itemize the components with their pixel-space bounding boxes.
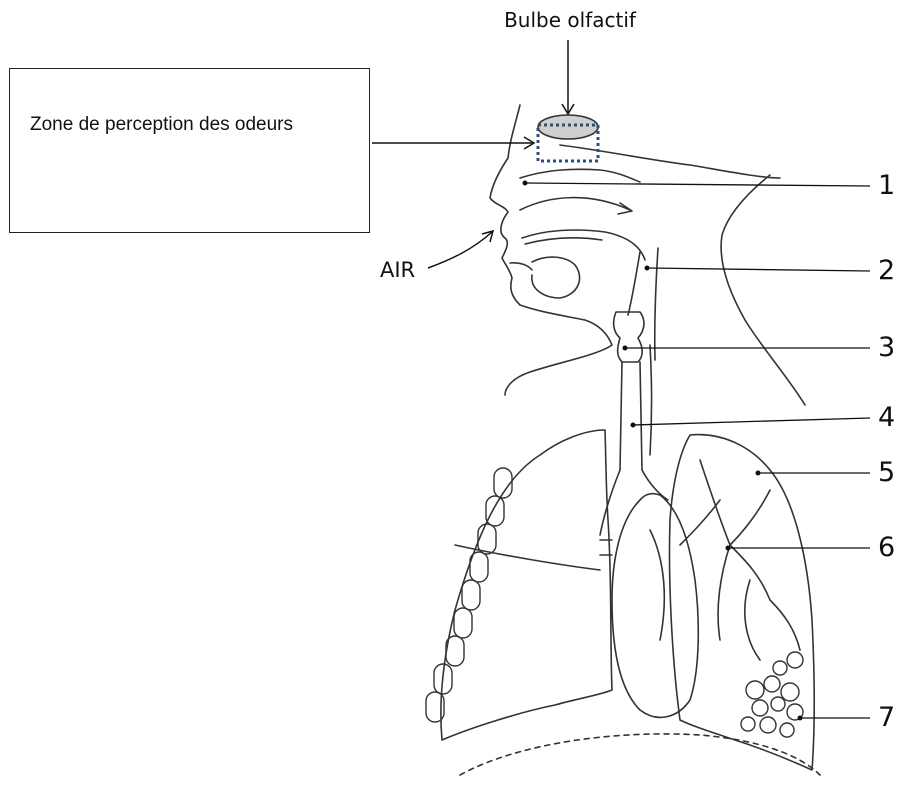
air-label: AIR — [380, 258, 415, 282]
pharynx-front — [628, 252, 640, 315]
zone-perception-box: Zone de perception des odeurs — [9, 68, 370, 233]
skull-line — [560, 145, 780, 178]
pharynx-back — [655, 248, 658, 360]
ribs — [426, 468, 512, 722]
trachea-right — [640, 362, 642, 470]
tongue — [532, 257, 580, 298]
larynx — [614, 312, 644, 362]
label-3: 3 — [878, 334, 895, 361]
esophagus — [650, 345, 652, 455]
leader-4 — [633, 418, 870, 425]
lung-left-fissure — [455, 545, 600, 570]
olfactory-bulb — [538, 115, 598, 139]
leader-2 — [647, 268, 870, 271]
label-1: 1 — [878, 172, 895, 199]
neck-back — [721, 175, 805, 405]
face-profile — [490, 105, 612, 395]
leader-1 — [525, 183, 870, 186]
bulbe-olfactif-label: Bulbe olfactif — [470, 8, 670, 32]
trachea-left — [620, 362, 622, 470]
airflow-arrow — [520, 198, 630, 210]
lip-line — [510, 263, 532, 270]
nasal-cavity — [520, 169, 640, 182]
diaphragm — [460, 734, 820, 775]
lung-left — [441, 430, 612, 740]
heart — [612, 494, 698, 718]
label-2: 2 — [878, 257, 895, 284]
label-4: 4 — [878, 404, 895, 431]
air-arrow — [428, 232, 492, 268]
palate — [522, 230, 645, 260]
label-7: 7 — [878, 704, 895, 731]
label-6: 6 — [878, 534, 895, 561]
zone-perception-label: Zone de perception des odeurs — [30, 113, 350, 137]
bronchus-left — [600, 470, 620, 535]
alveoli — [741, 652, 803, 737]
label-5: 5 — [878, 459, 895, 486]
